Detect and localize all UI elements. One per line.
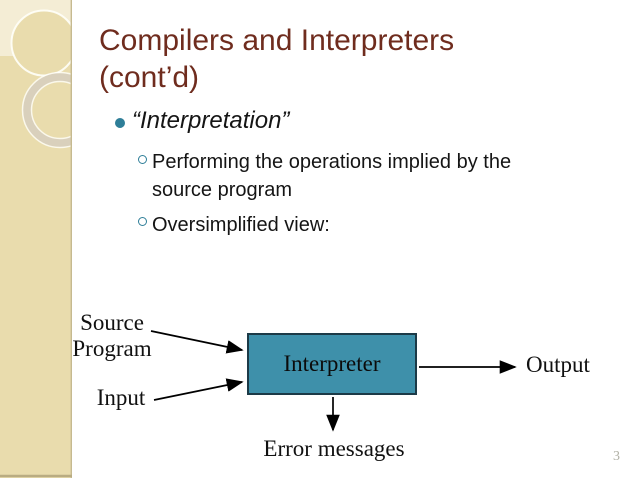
- open-circle-bullet-icon: [138, 217, 147, 226]
- interpreter-box: Interpreter: [247, 333, 417, 395]
- slide-title-line2: (cont’d): [99, 61, 200, 94]
- page-number: 3: [613, 449, 620, 464]
- bullet-item-interpretation: “Interpretation”: [132, 107, 290, 134]
- diagram-label-error-messages: Error messages: [263, 436, 405, 461]
- sub-bullet-oversimplified: Oversimplified view:: [152, 214, 330, 236]
- open-circle-bullet-icon: [138, 155, 147, 164]
- bullet-dot-icon: [115, 118, 125, 128]
- diagram-label-output: Output: [526, 352, 590, 377]
- source-program-line2: Program: [72, 336, 152, 361]
- slide-title-line1: Compilers and Interpreters: [99, 24, 455, 57]
- source-program-line1: Source: [80, 310, 144, 335]
- concentric-circles-icon: [0, 0, 99, 478]
- arrow-source-to-interpreter: [150, 330, 244, 354]
- sidebar-decoration: [0, 0, 99, 478]
- slide-title: Compilers and Interpreters (cont’d): [99, 22, 619, 96]
- diagram-label-input: Input: [96, 385, 146, 410]
- sub-bullet-performing: Performing the operations implied by the…: [152, 151, 512, 201]
- interpreter-box-label: Interpreter: [283, 351, 381, 376]
- diagram-label-source-program: Source Program: [71, 310, 153, 362]
